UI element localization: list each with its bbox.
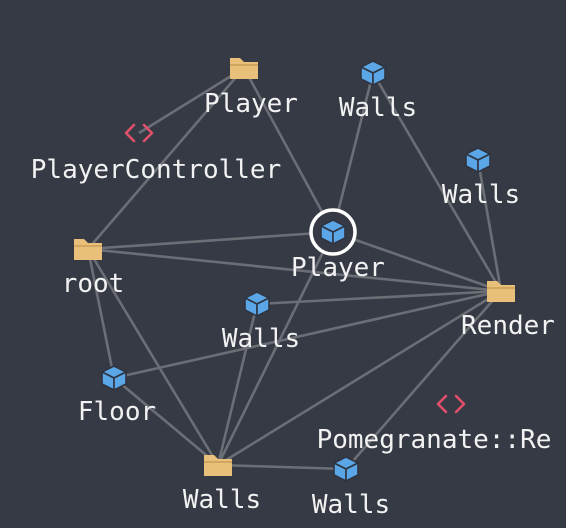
edge-root-to-walls_folder	[86, 248, 220, 466]
edge-walls_mid-to-render	[256, 289, 502, 306]
node-walls-folder[interactable]: Walls	[183, 455, 261, 515]
node-player-selected[interactable]: Player	[291, 208, 385, 283]
folder-icon	[487, 281, 515, 302]
node-walls-top[interactable]: Walls	[339, 60, 417, 123]
edge-player_selected-to-root	[87, 230, 334, 251]
edge-player_folder-to-root	[87, 67, 245, 250]
cube-icon	[465, 147, 491, 173]
edge-player_selected-to-render	[332, 230, 502, 293]
node-label: Pomegranate::Re	[317, 425, 552, 455]
node-walls-mid[interactable]: Walls	[222, 291, 300, 354]
edge-walls_top-to-render	[371, 72, 503, 292]
node-render[interactable]: Render	[461, 281, 555, 341]
folder-icon	[74, 239, 102, 260]
edge-walls_folder-to-render	[217, 289, 502, 467]
node-label: root	[62, 269, 125, 299]
edge-walls_mid-to-walls_folder	[216, 303, 259, 466]
edge-floor-to-render	[113, 289, 502, 380]
node-label: Walls	[183, 485, 261, 515]
node-walls-bottom[interactable]: Walls	[312, 456, 390, 520]
node-label: Floor	[78, 397, 156, 427]
node-label: Player	[291, 253, 385, 283]
graph-edges	[86, 66, 503, 471]
edge-root-to-floor	[86, 248, 116, 379]
edge-root-to-render	[87, 247, 502, 293]
edge-walls_folder-to-walls_bottom	[217, 463, 347, 471]
folder-icon	[204, 455, 232, 476]
edge-player_folder-to-player_selected	[242, 67, 335, 233]
cube-icon	[333, 456, 359, 482]
node-root[interactable]: root	[62, 239, 125, 299]
code-icon	[436, 394, 466, 414]
edge-player_folder-to-player_controller	[138, 66, 245, 135]
folder-icon	[230, 58, 258, 79]
node-player-folder[interactable]: Player	[204, 58, 298, 119]
edge-walls_right-to-render	[476, 159, 503, 292]
node-pomegranate[interactable]: Pomegranate::Re	[317, 394, 552, 455]
cube-icon	[101, 365, 127, 391]
cube-icon	[360, 60, 386, 86]
edge-walls_top-to-player_selected	[331, 72, 375, 233]
node-walls-right[interactable]: Walls	[442, 147, 520, 210]
node-player-controller[interactable]: PlayerController	[31, 123, 281, 185]
node-label: Player	[204, 89, 298, 119]
node-floor[interactable]: Floor	[78, 365, 156, 427]
node-label: Render	[461, 311, 555, 341]
cube-icon	[320, 219, 346, 245]
cube-icon	[244, 291, 270, 317]
node-label: Walls	[339, 93, 417, 123]
node-label: Walls	[222, 324, 300, 354]
node-label: Walls	[442, 180, 520, 210]
edge-walls_bottom-to-render	[345, 290, 502, 470]
node-label: PlayerController	[31, 155, 281, 185]
node-label: Walls	[312, 490, 390, 520]
edge-floor-to-walls_folder	[113, 377, 219, 466]
code-icon	[124, 123, 154, 143]
